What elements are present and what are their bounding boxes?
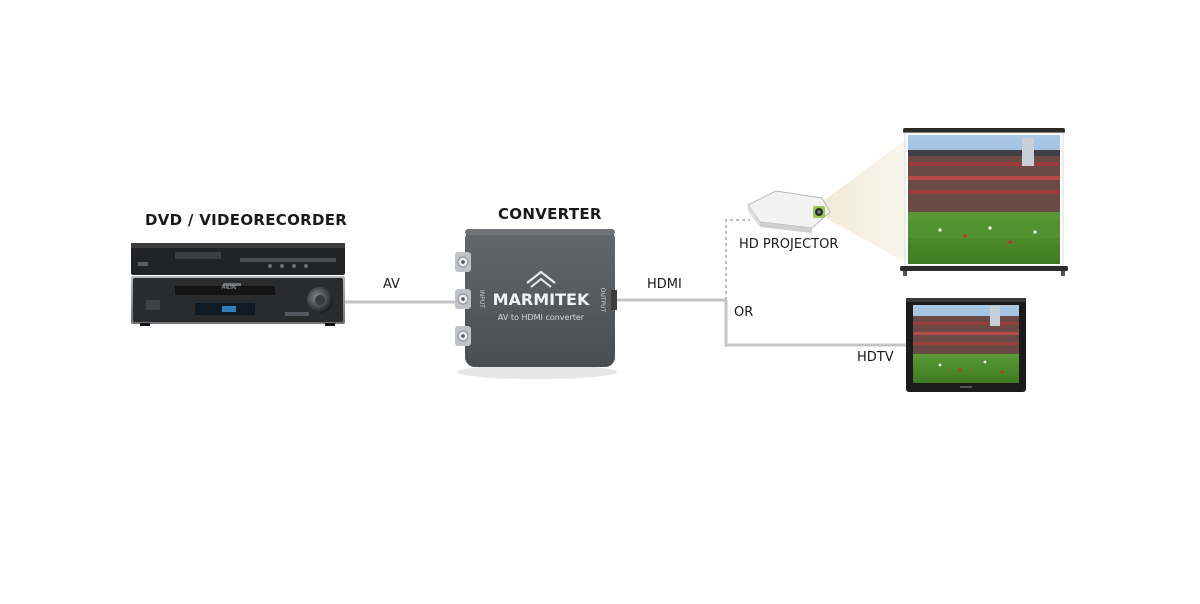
projection-screen [900,128,1068,276]
converter-device [455,229,617,379]
rca-jack-bottom [455,326,471,346]
converter-caption: AV to HDMI converter [498,313,585,322]
converter-output-label: OUTPUT [599,288,606,313]
dvd-videorecorder-label: DVD / VIDEORECORDER [145,211,348,229]
or-label: OR [734,305,754,320]
converter-label: CONVERTER [498,205,602,223]
hdtv-label: HDTV [857,350,894,365]
hdmi-connection-label: HDMI [647,277,682,292]
hd-projector-device [747,190,831,233]
projector-beam [818,140,905,262]
converter-brand-logo: MARMITEK [493,290,590,309]
converter-input-label: INPUT [478,290,485,308]
rca-jack-top [455,252,471,272]
tv-cable [724,300,907,347]
dvd-videorecorder-device [131,243,345,326]
dvd-brand: PHILIPS [222,285,237,290]
hdtv-device [906,298,1026,392]
projector-cable-dashed [725,219,750,300]
av-connection-label: AV [383,277,400,292]
hd-projector-label: HD PROJECTOR [739,237,839,252]
rca-jack-middle [455,289,471,309]
